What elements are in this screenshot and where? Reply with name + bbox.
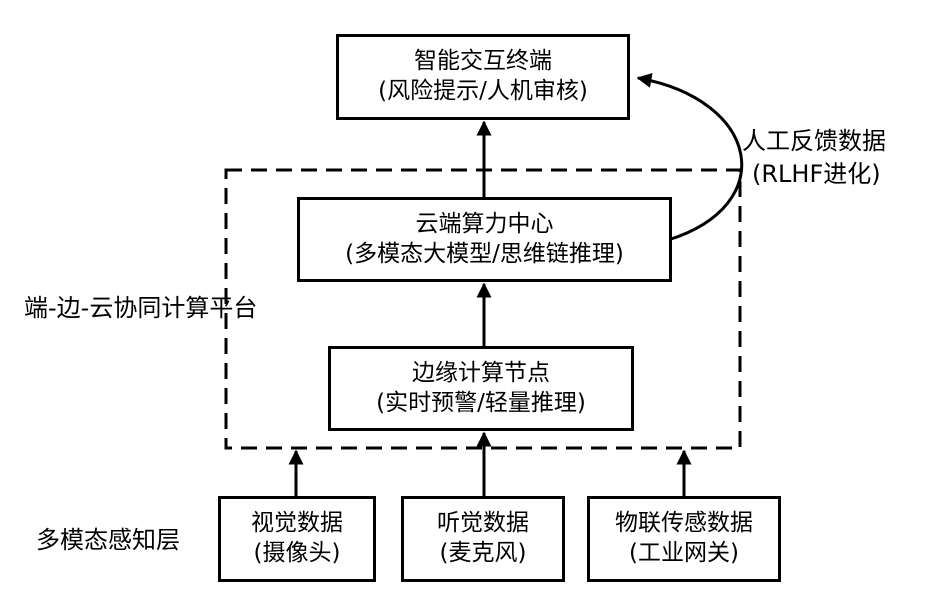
cloud-title: 云端算力中心	[416, 210, 554, 240]
sensor-title-iot: 物联传感数据	[615, 509, 753, 539]
cloud-box: 云端算力中心 (多模态大模型/思维链推理)	[297, 197, 672, 282]
edge-subtitle: (实时预警/轻量推理)	[376, 389, 586, 419]
perception-label: 多模态感知层	[36, 526, 180, 555]
sensor-subtitle-iot: (工业网关)	[629, 539, 739, 569]
sensor-title-vision: 视觉数据	[251, 509, 343, 539]
terminal-title: 智能交互终端	[414, 47, 552, 77]
sensor-box-vision: 视觉数据 (摄像头)	[218, 496, 376, 582]
sensor-title-hearing: 听觉数据	[437, 509, 529, 539]
sensor-subtitle-hearing: (麦克风)	[440, 539, 527, 569]
edge-title: 边缘计算节点	[412, 359, 550, 389]
terminal-box: 智能交互终端 (风险提示/人机审核)	[336, 34, 630, 120]
feedback-label-line2: (RLHF进化)	[752, 160, 881, 189]
feedback-label-line1: 人工反馈数据	[742, 127, 886, 156]
terminal-subtitle: (风险提示/人机审核)	[378, 77, 588, 107]
sensor-box-iot: 物联传感数据 (工业网关)	[587, 496, 781, 582]
sensor-subtitle-vision: (摄像头)	[254, 539, 341, 569]
platform-label: 端-边-云协同计算平台	[24, 294, 257, 323]
sensor-box-hearing: 听觉数据 (麦克风)	[401, 496, 565, 582]
cloud-subtitle: (多模态大模型/思维链推理)	[345, 240, 624, 270]
edge-box: 边缘计算节点 (实时预警/轻量推理)	[328, 346, 634, 431]
